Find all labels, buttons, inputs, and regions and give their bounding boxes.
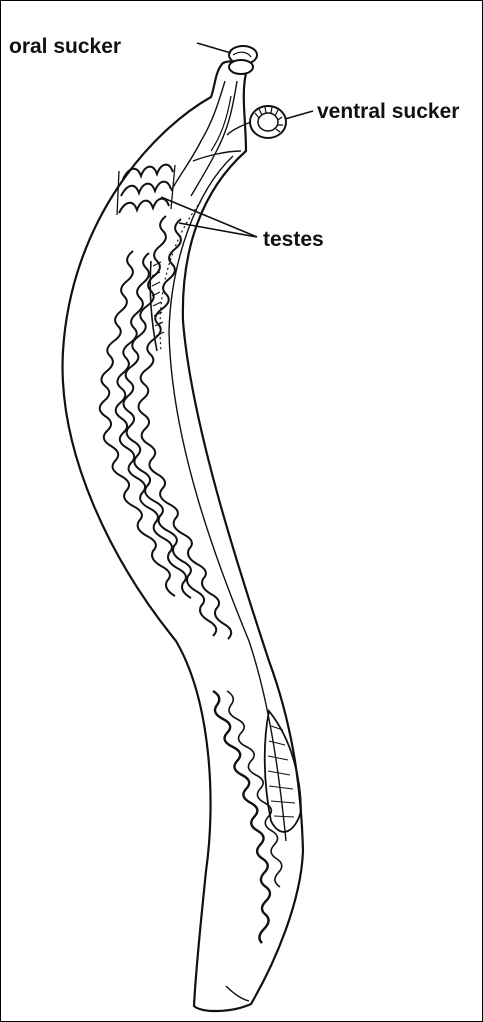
tail-detail bbox=[226, 986, 249, 1001]
ventral-sucker-shape bbox=[227, 106, 286, 138]
testes-label: testes bbox=[263, 228, 324, 251]
testes-shape bbox=[117, 165, 175, 215]
ventral-sucker-label: ventral sucker bbox=[317, 100, 459, 123]
oral-sucker-shape bbox=[229, 46, 257, 74]
oral-sucker-label: oral sucker bbox=[9, 35, 121, 58]
cross-band bbox=[193, 151, 241, 161]
testes-leader-2 bbox=[179, 223, 257, 237]
ventral-sucker-leader bbox=[285, 111, 313, 119]
oral-sucker-leader bbox=[197, 43, 231, 53]
posterior-coil bbox=[213, 691, 270, 943]
posterior-coil-2 bbox=[227, 691, 282, 887]
